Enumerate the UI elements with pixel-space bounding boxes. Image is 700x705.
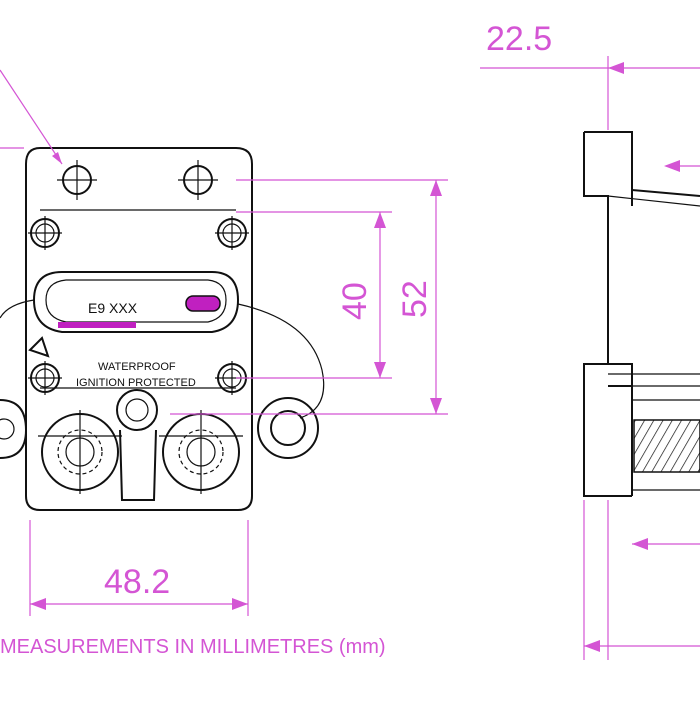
- measurement-note: MEASUREMENTS IN MILLIMETRES (mm): [0, 636, 386, 658]
- dim-depth-top: 22.5: [486, 20, 552, 58]
- side-view: [583, 131, 700, 660]
- screw-upper-right: [215, 216, 249, 250]
- waterproof-label: WATERPROOF: [98, 361, 176, 373]
- screw-upper-left: [28, 216, 62, 250]
- dim-height-holes: 40: [336, 282, 374, 320]
- terminal-right: [159, 410, 243, 494]
- mounting-hole-top-left: [57, 160, 97, 200]
- terminal-left: [38, 410, 122, 494]
- dim-width-front: 48.2: [104, 563, 170, 601]
- mounting-hole-top-right: [178, 160, 218, 200]
- screw-lower-left: [28, 361, 62, 395]
- side-tab-left: [0, 399, 28, 459]
- indicator-strip: [58, 322, 136, 328]
- front-view: E9 XXX WATERPROOF IGNITION PROTECTED: [0, 147, 325, 511]
- ignition-label: IGNITION PROTECTED: [76, 377, 196, 389]
- model-label: E9 XXX: [88, 300, 138, 316]
- dimension-lines: [0, 56, 700, 616]
- status-indicator: [185, 295, 221, 312]
- aux-stud: [116, 389, 158, 501]
- threaded-stud: [633, 419, 700, 473]
- dim-height-body: 52: [396, 280, 434, 318]
- side-tab-right: [257, 397, 319, 459]
